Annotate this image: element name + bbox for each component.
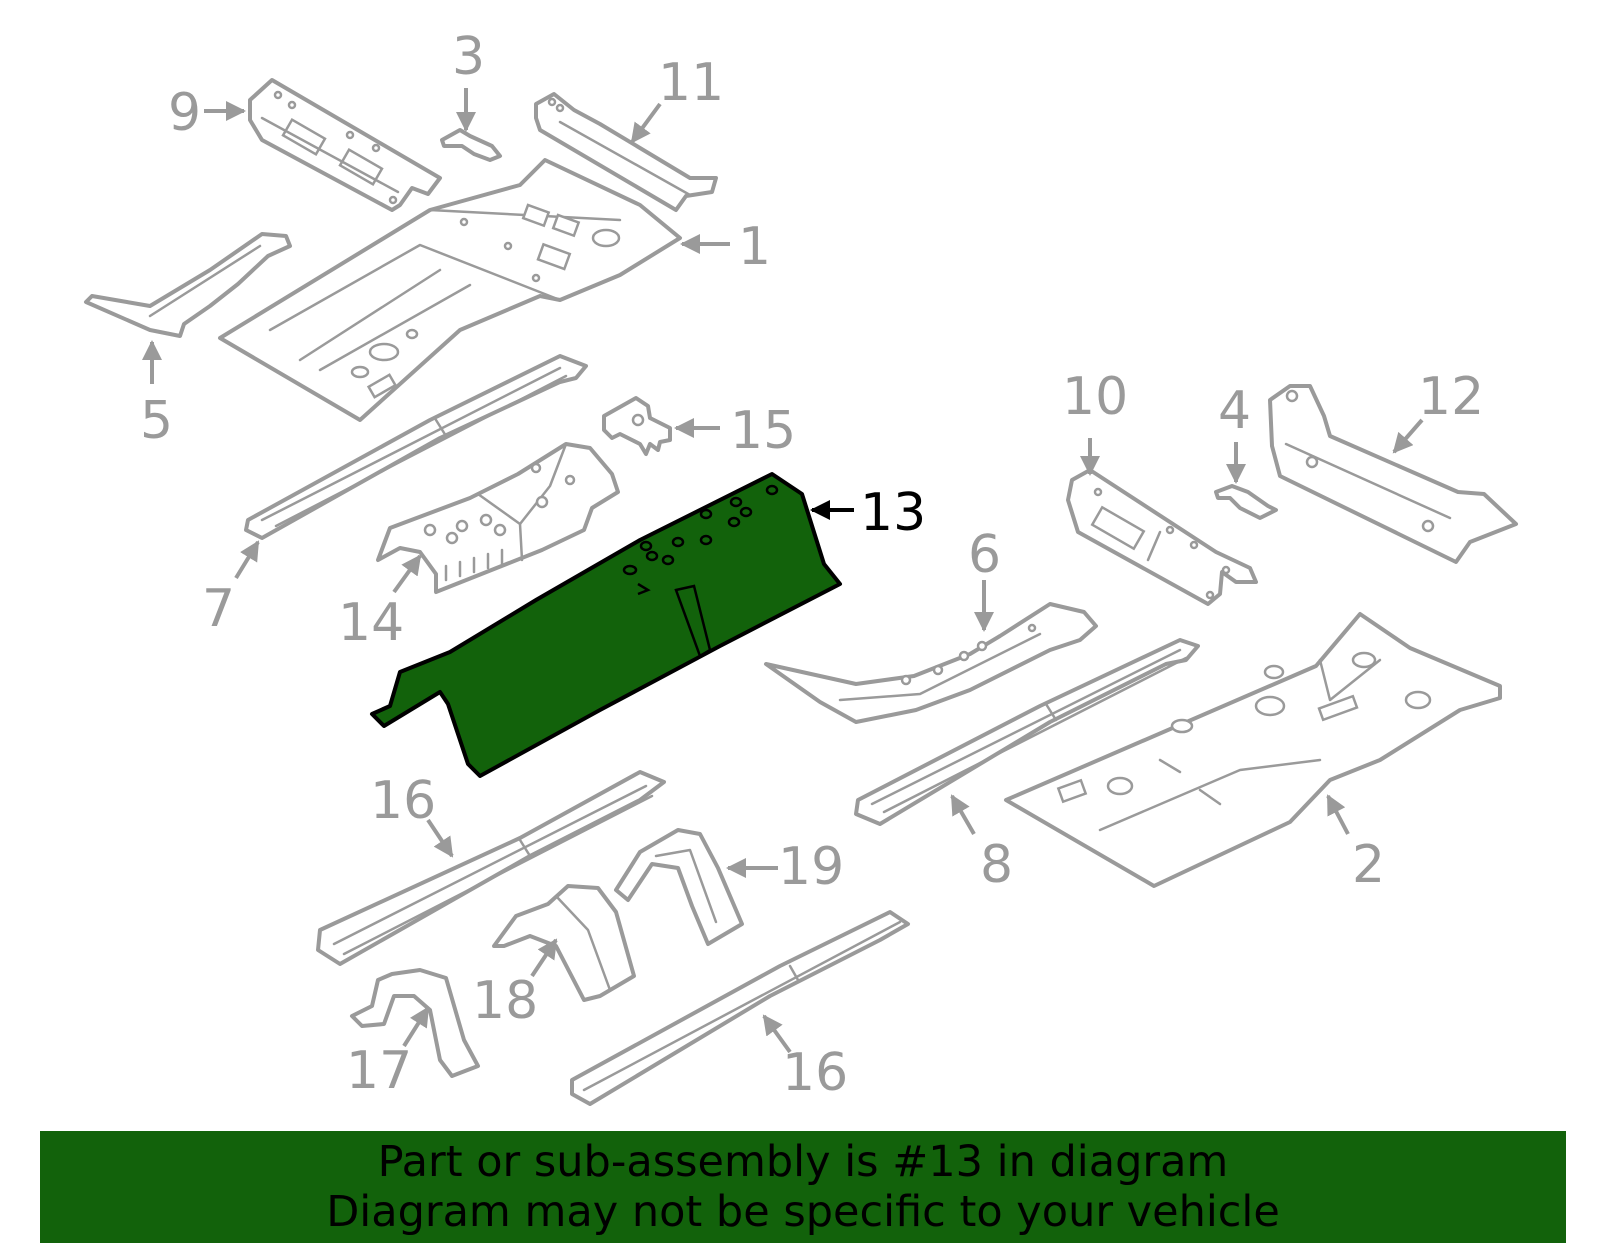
callout-14: 14	[338, 593, 404, 653]
part-16-rail-lower	[570, 910, 910, 1106]
part-17-bracket	[350, 968, 480, 1078]
part-2-floor-pan	[1004, 612, 1502, 888]
part-14-bracket	[376, 442, 620, 594]
callout-6: 6	[968, 525, 1001, 585]
part-11-rail	[534, 92, 718, 212]
part-13-tunnel-highlighted	[370, 472, 842, 778]
parts-diagram: 9 3 11 1 5 15 7 14 10 4 12 6 8 2 16 19 1…	[84, 27, 1518, 1106]
callout-2: 2	[1352, 835, 1385, 895]
part-10-bracket	[1066, 468, 1258, 606]
banner-line-2: Diagram may not be specific to your vehi…	[326, 1187, 1280, 1237]
part-8-rail	[854, 638, 1200, 826]
callout-5: 5	[140, 391, 173, 451]
part-3-clip	[440, 128, 502, 162]
callout-3: 3	[452, 27, 485, 87]
leader-lines	[142, 88, 1424, 1054]
callout-7: 7	[202, 579, 235, 639]
callout-labels: 9 3 11 1 5 15 7 14 10 4 12 6 8 2 16 19 1…	[140, 27, 1484, 1103]
callout-9: 9	[168, 83, 201, 143]
part-5-rail	[84, 232, 292, 338]
callout-8: 8	[980, 835, 1013, 895]
part-6-rail	[764, 602, 1098, 724]
callout-1: 1	[738, 217, 771, 277]
banner-line-1: Part or sub-assembly is #13 in diagram	[377, 1137, 1229, 1187]
callout-4: 4	[1218, 381, 1251, 441]
callout-17: 17	[346, 1041, 412, 1101]
part-18-bracket	[492, 884, 636, 1002]
callout-18: 18	[472, 971, 538, 1031]
callout-15: 15	[730, 401, 796, 461]
part-19-bracket	[614, 828, 744, 946]
part-12-rail	[1268, 384, 1518, 564]
callout-10: 10	[1062, 367, 1128, 427]
part-notice-banner: Part or sub-assembly is #13 in diagram D…	[40, 1131, 1566, 1243]
part-15-bracket	[602, 396, 672, 456]
callout-13: 13	[860, 483, 926, 543]
part-16-rail-upper	[316, 770, 666, 966]
part-9-bracket	[248, 78, 442, 212]
callout-19: 19	[778, 837, 844, 897]
callout-11: 11	[658, 53, 724, 113]
part-1-floor-pan	[218, 158, 682, 422]
callout-12: 12	[1418, 367, 1484, 427]
part-4-clip	[1214, 484, 1278, 520]
callout-16-upper: 16	[370, 771, 436, 831]
part-7-rail	[244, 354, 588, 540]
callout-16-lower: 16	[782, 1043, 848, 1103]
